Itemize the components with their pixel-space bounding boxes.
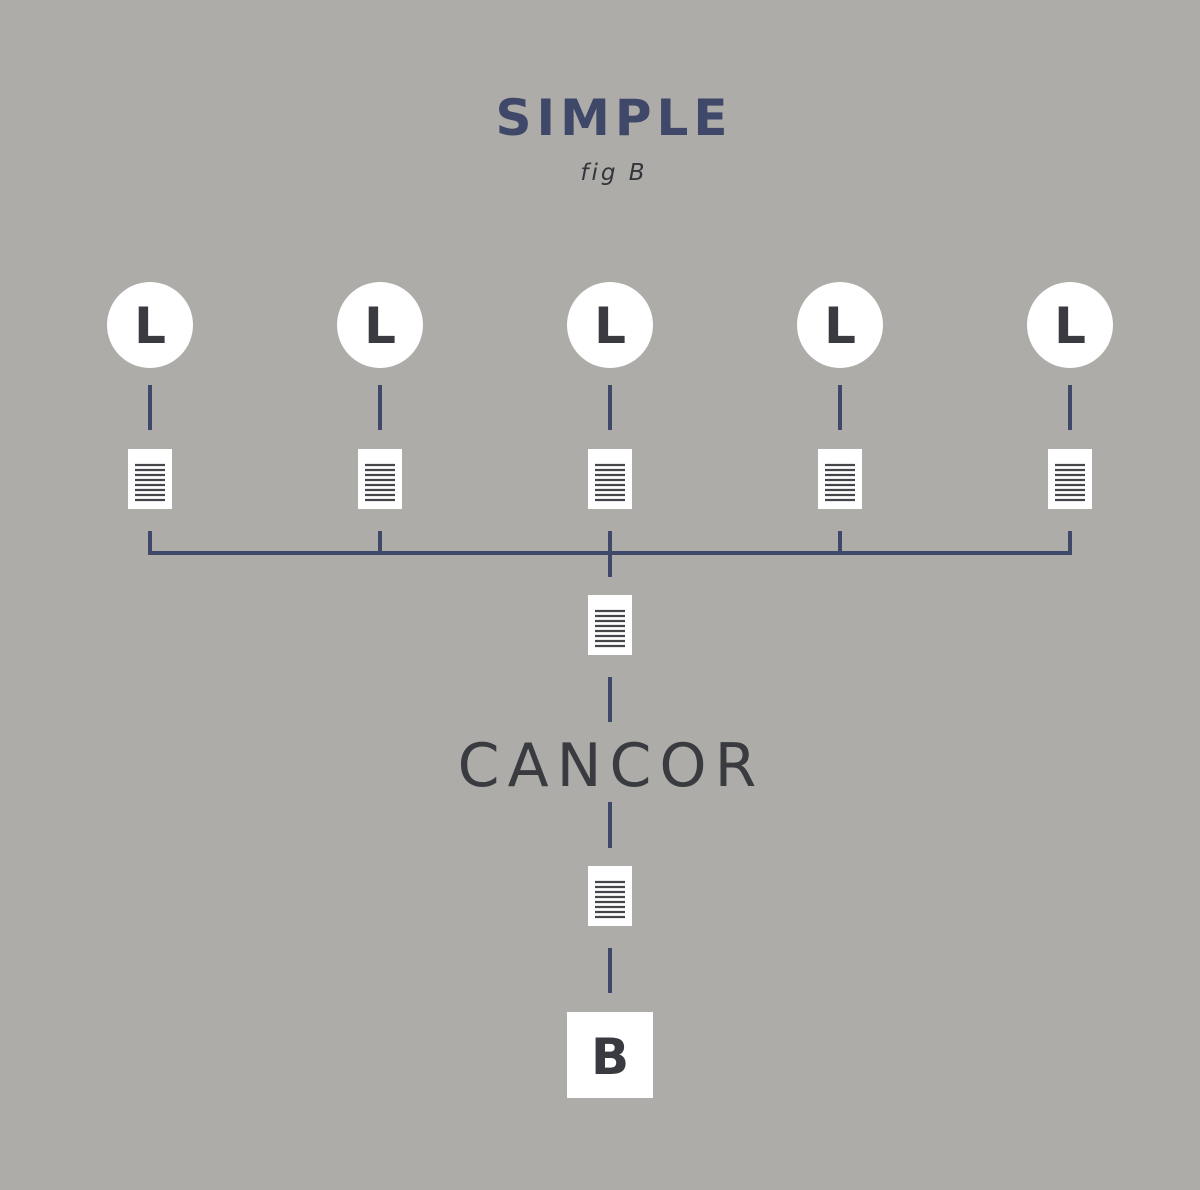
document-icon — [1048, 449, 1092, 509]
lender-label: L — [1054, 297, 1086, 355]
document-icon — [128, 449, 172, 509]
lender-node-2: L — [337, 282, 423, 368]
lender-label: L — [134, 297, 166, 355]
document-icon — [358, 449, 402, 509]
lender-circle — [1027, 282, 1113, 368]
central-entity-label: CANCOR — [458, 731, 765, 801]
diagram-title: SIMPLE — [495, 89, 733, 147]
lender-circle — [567, 282, 653, 368]
lender-circle — [107, 282, 193, 368]
lender-circle — [797, 282, 883, 368]
diagram-subtitle: fig B — [580, 160, 648, 186]
borrower-label: B — [591, 1028, 629, 1086]
output-document-icon — [588, 866, 632, 926]
lender-node-4: L — [797, 282, 883, 368]
lender-circle — [337, 282, 423, 368]
document-icon — [818, 449, 862, 509]
borrower-box — [567, 1012, 653, 1098]
lender-label: L — [594, 297, 626, 355]
borrower-node: B — [567, 1012, 653, 1098]
lender-label: L — [364, 297, 396, 355]
lender-label: L — [824, 297, 856, 355]
merged-document-icon — [588, 595, 632, 655]
document-icon — [588, 449, 632, 509]
lender-node-5: L — [1027, 282, 1113, 368]
lender-node-3: L — [567, 282, 653, 368]
lender-node-1: L — [107, 282, 193, 368]
merge-bracket — [148, 531, 1072, 577]
